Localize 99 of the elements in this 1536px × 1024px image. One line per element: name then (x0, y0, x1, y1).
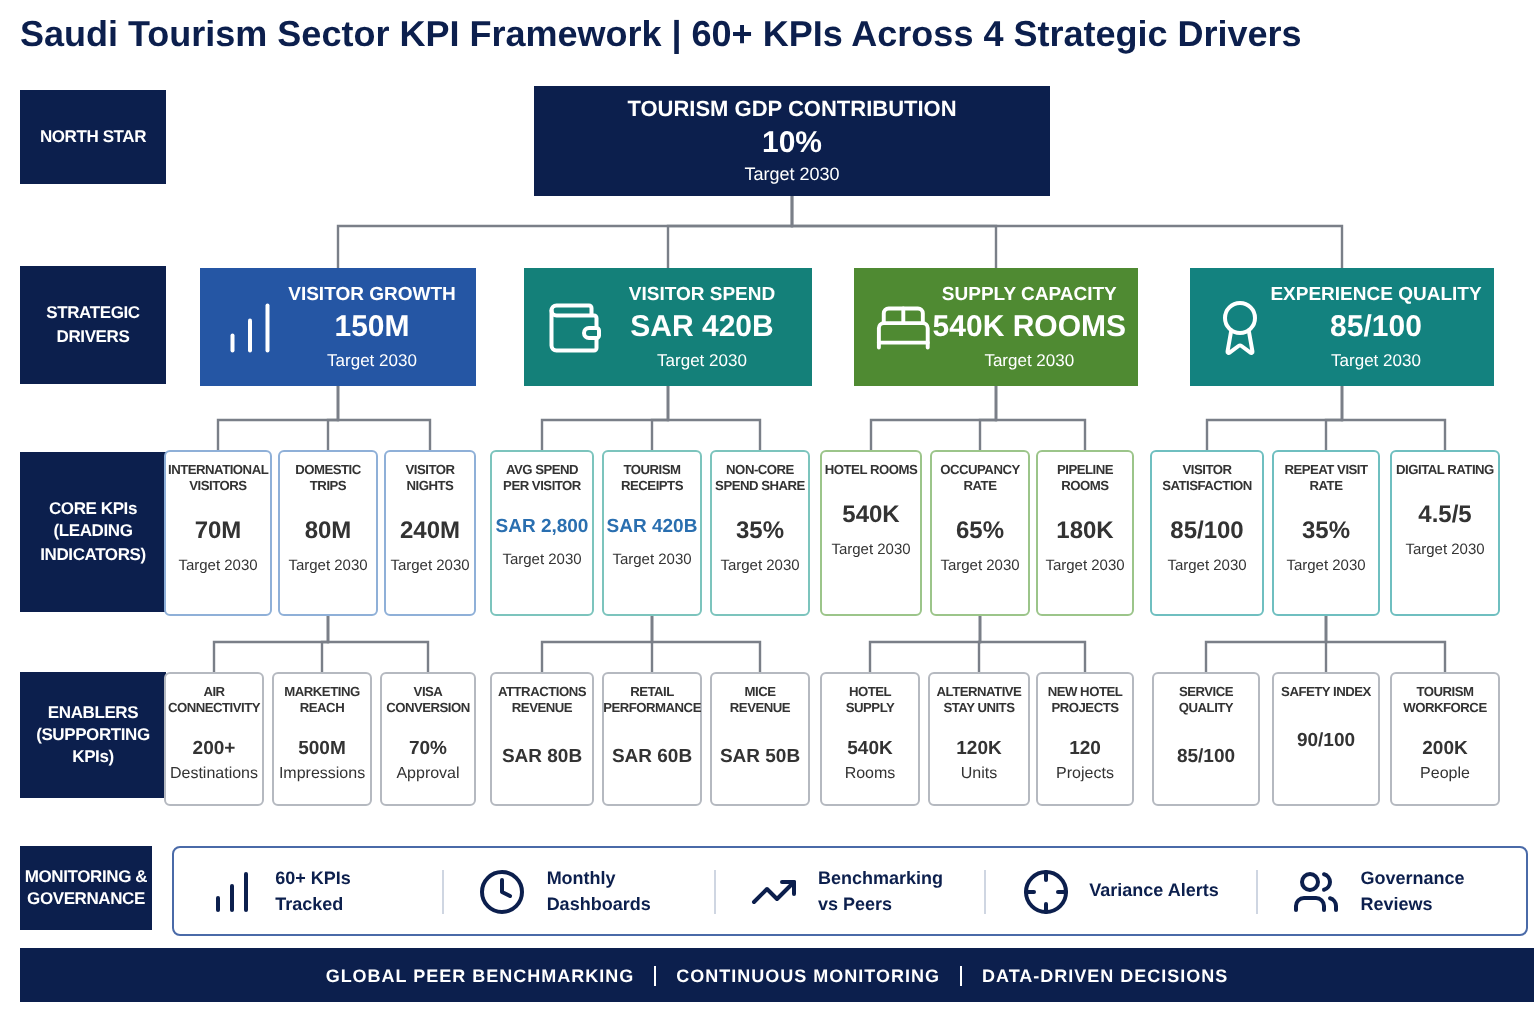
row-label: NORTH STAR (20, 90, 166, 184)
connector-line (666, 386, 762, 450)
enabler-card (1390, 672, 1500, 806)
connector-line (1340, 386, 1447, 450)
driver-box (524, 268, 812, 386)
driver-title: EXPERIENCE QUALITY (1270, 283, 1482, 307)
connector-line (336, 386, 432, 450)
unit-label: Approval (396, 763, 460, 782)
target-label: Target 2030 (327, 350, 417, 371)
kpi-card (930, 450, 1030, 616)
driver-title: SUPPLY CAPACITY (941, 283, 1117, 307)
kpi-value: 4.5/5 (1418, 500, 1472, 530)
driver-box (1190, 268, 1494, 386)
unit-label: Impressions (278, 763, 366, 782)
enabler-card (164, 672, 264, 806)
kpi-value: 70M (194, 516, 242, 546)
banner-text: DATA-DRIVEN DECISIONS (982, 965, 1229, 985)
driver-title: VISITOR GROWTH (288, 283, 456, 307)
kpi-card (1150, 450, 1264, 616)
enabler-value: 120K (956, 738, 1002, 762)
row-label: MONITORING & GOVERNANCE (20, 846, 152, 930)
enabler-value: 90/100 (1296, 730, 1356, 754)
kpi-value: 85/100 (1170, 516, 1244, 546)
kpi-card (384, 450, 476, 616)
unit-label: Units (960, 763, 998, 782)
row-label: STRATEGIC DRIVERS (20, 266, 166, 384)
kpi-value: 35% (1301, 516, 1351, 546)
row-label: ENABLERS (SUPPORTING KPIs) (20, 672, 166, 798)
target-label: Target 2030 (657, 350, 747, 371)
kpi-card (602, 450, 702, 616)
connector-line (790, 196, 1344, 268)
enabler-card (820, 672, 920, 806)
target-label: Target 2030 (984, 350, 1075, 371)
unit-label: Destinations (169, 763, 259, 782)
enabler-value: SAR 50B (719, 746, 801, 770)
kpi-card (278, 450, 378, 616)
monitoring-item: Benchmarking vs Peers (817, 866, 945, 916)
driver-value: SAR 420B (630, 310, 774, 347)
connector-line (326, 616, 430, 672)
enabler-card (380, 672, 476, 806)
kpi-value: SAR 420B (606, 516, 698, 540)
enabler-value: 540K (847, 738, 893, 762)
footer-banner (20, 948, 1534, 1002)
kpi-title: TOURISM GDP CONTRIBUTION (627, 97, 957, 125)
kpi-card (164, 450, 272, 616)
unit-label: People (1420, 763, 1470, 782)
enabler-card (1152, 672, 1260, 806)
enabler-value: 500M (298, 738, 346, 762)
enabler-card (928, 672, 1030, 806)
enabler-card (272, 672, 372, 806)
diagram-title: Saudi Tourism Sector KPI Framework | 60+ KPIs Across 4 Strategic Drivers (20, 14, 1302, 56)
enabler-value: 70% (408, 738, 447, 762)
kpi-value: 240M (399, 516, 461, 546)
banner-text: CONTINUOUS MONITORING (676, 965, 940, 985)
kpi-value: 10% (761, 126, 823, 163)
enabler-value: SAR 60B (611, 746, 693, 770)
enabler-card (1272, 672, 1380, 806)
kpi-value: 540K (842, 500, 900, 530)
banner-text: GLOBAL PEER BENCHMARKING (325, 965, 635, 985)
kpi-value: 180K (1056, 516, 1114, 546)
kpi-card (710, 450, 810, 616)
enabler-card (1036, 672, 1134, 806)
kpi-card (820, 450, 922, 616)
enabler-value: 200+ (192, 738, 236, 762)
enabler-value: 200K (1422, 738, 1468, 762)
enabler-card (490, 672, 594, 806)
enabler-value: 120 (1069, 738, 1101, 762)
connector-line (978, 616, 1087, 672)
kpi-card (1036, 450, 1134, 616)
kpi-value: 65% (955, 516, 1005, 546)
unit-label: Projects (1056, 763, 1114, 782)
driver-box (200, 268, 476, 386)
driver-title: VISITOR SPEND (628, 283, 776, 307)
unit-label: Rooms (844, 763, 896, 782)
driver-value: 85/100 (1330, 310, 1422, 347)
target-label: Target 2030 (744, 164, 840, 185)
monitoring-item: Governance Reviews (1360, 866, 1467, 916)
kpi-value: SAR 2,800 (495, 516, 589, 540)
connector-line (1324, 616, 1447, 672)
enabler-card (710, 672, 810, 806)
driver-value: 150M (334, 310, 410, 347)
enabler-value: SAR 80B (501, 746, 583, 770)
monitoring-item: Monthly Dashboards (546, 866, 653, 916)
enabler-value: 85/100 (1176, 746, 1236, 770)
row-label: CORE KPIs (LEADING INDICATORS) (20, 452, 166, 612)
kpi-card (490, 450, 594, 616)
target-label: Target 2030 (1331, 350, 1421, 371)
monitoring-item: Variance Alerts (1089, 878, 1221, 904)
kpi-card (1390, 450, 1500, 616)
kpi-value: 80M (304, 516, 352, 546)
driver-value: 540K ROOMS (932, 310, 1126, 347)
connector-line (994, 386, 1087, 450)
monitoring-panel (172, 846, 1528, 936)
connector-line (650, 616, 762, 672)
kpi-value: 35% (735, 516, 785, 546)
enabler-card (602, 672, 702, 806)
kpi-card (1272, 450, 1380, 616)
driver-box (854, 268, 1138, 386)
monitoring-item: 60+ KPIs Tracked (275, 866, 353, 916)
